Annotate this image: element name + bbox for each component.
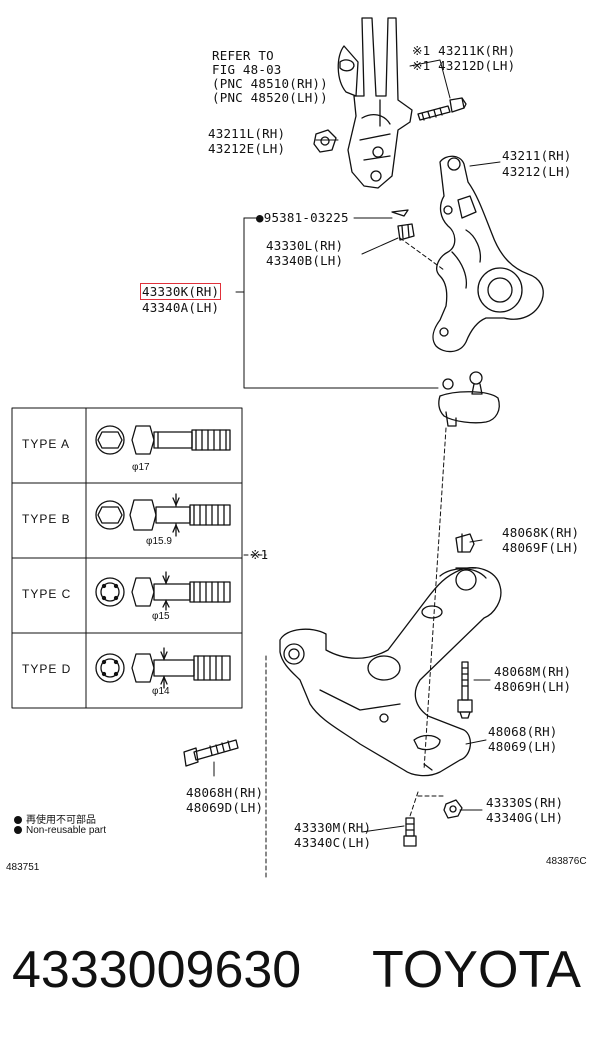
label-48068k[interactable]: 48068K(RH) <box>502 525 580 540</box>
type-c-bolt <box>95 571 231 611</box>
strut-assembly <box>337 17 413 189</box>
type-b-label: TYPE B <box>22 512 71 526</box>
label-43330k[interactable]: 43330K(RH) <box>140 283 222 300</box>
label-43212[interactable]: 43212(LH) <box>502 164 572 179</box>
legend-jp: 再使用不可部品 <box>14 811 96 826</box>
bolt-43330m <box>403 817 417 847</box>
type-d-bolt <box>95 647 231 689</box>
highlight-box[interactable]: 43330K(RH) <box>140 283 222 300</box>
leader-lines <box>213 59 501 833</box>
refer-line-4: (PNC 48520(LH)) <box>212 90 328 105</box>
cotter-pin <box>391 209 409 217</box>
label-48068[interactable]: 48068(RH) <box>488 724 558 739</box>
nut-43330s <box>443 799 463 819</box>
type-a-bolt <box>95 425 231 455</box>
brand-name: TOYOTA <box>372 941 581 999</box>
refer-line-1: REFER TO <box>212 48 274 63</box>
bolt-43211k <box>417 97 467 121</box>
label-48069[interactable]: 48069(LH) <box>488 739 558 754</box>
lower-control-arm <box>279 567 502 777</box>
mark-note-1: ※1 <box>250 547 269 562</box>
type-d-diameter: φ14 <box>152 686 170 697</box>
nut-43211l <box>313 129 337 153</box>
label-48068m[interactable]: 48068M(RH) <box>494 664 572 679</box>
label-48069f[interactable]: 48069F(LH) <box>502 540 580 555</box>
type-c-diameter: φ15 <box>152 611 170 622</box>
bullet-icon <box>14 826 22 835</box>
label-43330m[interactable]: 43330M(RH) <box>294 820 372 835</box>
type-table <box>11 407 243 709</box>
part-number: 4333009630 <box>12 941 302 999</box>
ball-joint <box>438 371 500 427</box>
nut-48068k <box>455 533 475 553</box>
label-43330s[interactable]: 43330S(RH) <box>486 795 564 810</box>
steering-knuckle <box>432 155 544 353</box>
refer-line-3: (PNC 48510(RH)) <box>212 76 328 91</box>
label-43211[interactable]: 43211(RH) <box>502 148 572 163</box>
label-43212d[interactable]: ※1 43212D(LH) <box>412 58 516 73</box>
label-95381[interactable]: ●95381-03225 <box>256 210 349 225</box>
legend-en: Non-reusable part <box>14 825 106 836</box>
bolt-48068h <box>183 739 239 767</box>
bullet-icon <box>14 816 22 825</box>
label-48068h[interactable]: 48068H(RH) <box>186 785 264 800</box>
figure-code-right: 483876C <box>546 856 587 867</box>
label-48069h-top[interactable]: 48069H(LH) <box>494 679 572 694</box>
castle-nut-43330l <box>397 223 415 241</box>
bolt-48068m <box>457 661 473 719</box>
label-43330l[interactable]: 43330L(RH) <box>266 238 344 253</box>
refer-line-2: FIG 48-03 <box>212 62 282 77</box>
exploded-view-drawing <box>11 17 544 881</box>
label-43340c[interactable]: 43340C(LH) <box>294 835 372 850</box>
label-43340g[interactable]: 43340G(LH) <box>486 810 564 825</box>
label-48069d[interactable]: 48069D(LH) <box>186 800 264 815</box>
label-43212e[interactable]: 43212E(LH) <box>208 141 286 156</box>
type-a-label: TYPE A <box>22 437 71 451</box>
type-d-label: TYPE D <box>22 662 72 676</box>
dashed-leaders <box>243 237 447 881</box>
type-a-diameter: φ17 <box>132 462 150 473</box>
label-43340a[interactable]: 43340A(LH) <box>142 300 220 315</box>
type-b-bolt <box>95 493 231 537</box>
label-43211l[interactable]: 43211L(RH) <box>208 126 286 141</box>
label-43340b[interactable]: 43340B(LH) <box>266 253 344 268</box>
figure-code-left: 483751 <box>6 862 40 873</box>
label-43211k[interactable]: ※1 43211K(RH) <box>412 43 516 58</box>
type-c-label: TYPE C <box>22 587 72 601</box>
type-b-diameter: φ15.9 <box>146 536 172 547</box>
